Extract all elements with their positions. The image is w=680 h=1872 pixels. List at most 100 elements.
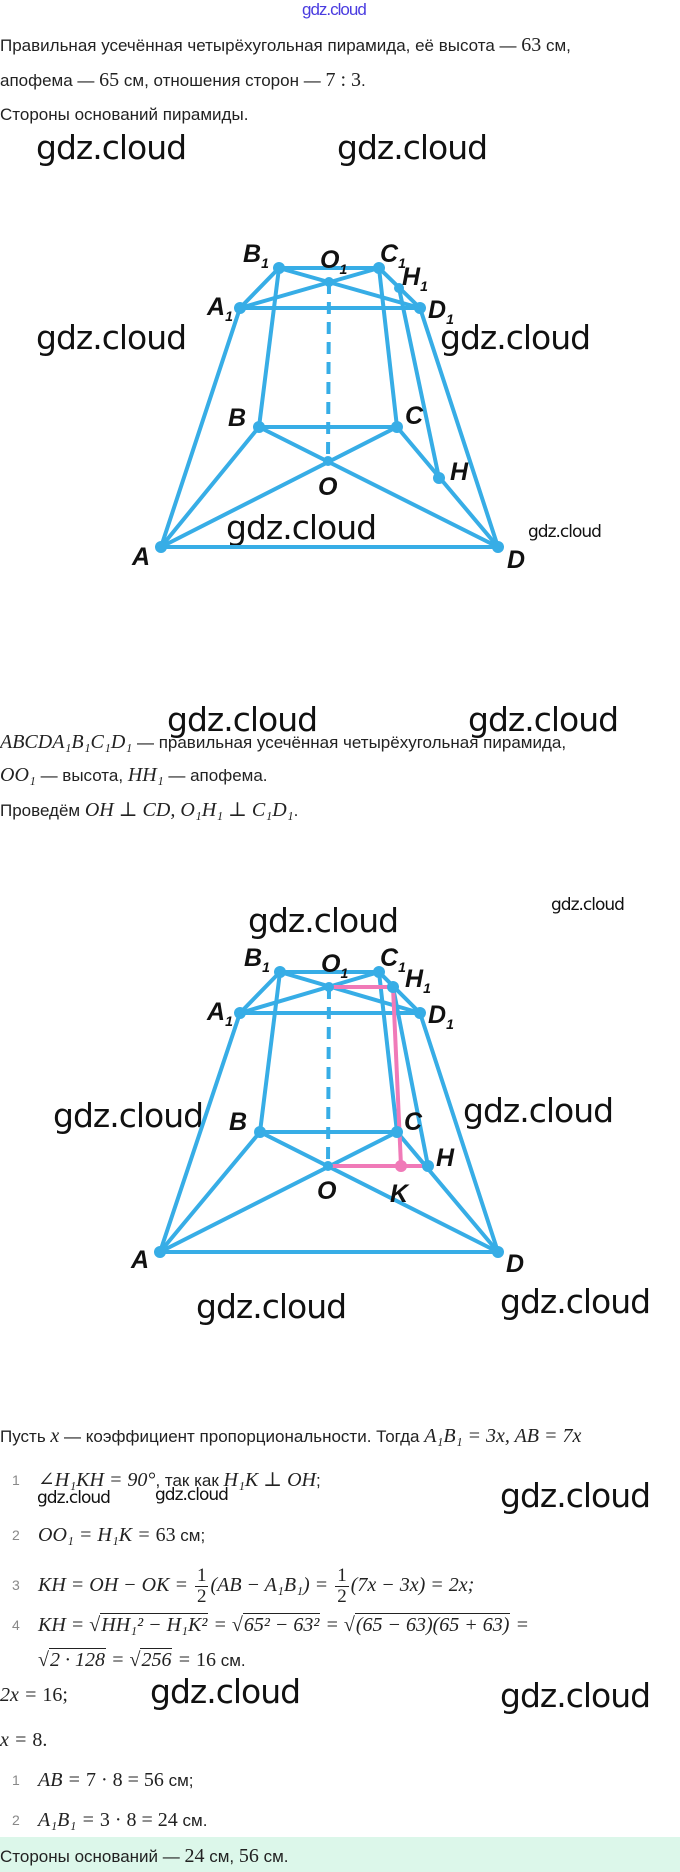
number: 16; xyxy=(42,1684,68,1706)
step-number: 1 xyxy=(12,1472,20,1488)
diagonal xyxy=(158,1130,399,1254)
step-1: ∠H₁KH = 90°, так как H₁K ⊥ OH; xyxy=(38,1467,321,1493)
edge xyxy=(238,266,281,310)
point xyxy=(433,472,445,484)
label-D1: D1 xyxy=(428,1001,454,1032)
label-A1: A1 xyxy=(206,998,233,1029)
math: = xyxy=(208,1614,232,1636)
label-O1: O1 xyxy=(321,950,348,981)
answer-text: Стороны оснований — 24 см, 56 см. xyxy=(0,1843,289,1869)
math: ABCDA₁B₁C₁D₁ xyxy=(0,731,133,753)
square-root: √HH₁² − H₁K² xyxy=(89,1613,209,1636)
number: 7 : 3 xyxy=(325,69,361,91)
edge xyxy=(257,266,281,429)
edge xyxy=(418,306,500,549)
step-4: KH = √HH₁² − H₁K² = √65² − 63² = √(65 − … xyxy=(38,1612,529,1638)
math: HH₁ xyxy=(127,764,164,786)
height xyxy=(326,986,331,1167)
label-H1: H1 xyxy=(402,263,428,294)
math: = xyxy=(510,1614,529,1636)
point-k xyxy=(395,1160,407,1172)
number: 16 xyxy=(195,1649,216,1671)
math: OH ⊥ CD, O₁H₁ ⊥ C₁D₁ xyxy=(84,799,294,821)
point xyxy=(234,1007,246,1019)
pyramid-diagram-with-k: B1 O1 C1 H1 A1 D1 B C H O K A D xyxy=(130,944,524,1278)
watermark: gdz.cloud xyxy=(551,895,625,915)
step-4-continued: √2 · 128 = √256 = 16 см. xyxy=(38,1647,246,1673)
label-B1: B1 xyxy=(244,944,270,975)
edge xyxy=(377,266,399,429)
result-ab: AB = 7 · 8 = 56 см; xyxy=(38,1767,194,1793)
point xyxy=(154,1246,166,1258)
math: = xyxy=(105,1649,130,1671)
square-root: √65² − 63² xyxy=(231,1613,321,1636)
text: Стороны оснований — xyxy=(0,1847,185,1866)
label-B: B xyxy=(228,404,246,432)
text: — коэффициент пропорциональности. Тогда xyxy=(59,1427,425,1446)
watermark: gdz.cloud xyxy=(500,1476,651,1515)
number: 63 xyxy=(521,34,542,56)
label-D: D xyxy=(506,1250,524,1278)
number: 24 xyxy=(184,1845,205,1867)
point xyxy=(324,982,334,992)
text: ; xyxy=(315,1471,321,1490)
height xyxy=(326,281,331,462)
square-root: √256 xyxy=(129,1648,173,1671)
point xyxy=(254,1126,266,1138)
text: . xyxy=(293,801,299,820)
watermark: gdz.cloud xyxy=(226,508,377,547)
edge xyxy=(395,425,500,549)
watermark: gdz.cloud xyxy=(440,318,591,357)
point xyxy=(391,1126,403,1138)
label-O: O xyxy=(317,1177,337,1205)
text: — апофема. xyxy=(163,766,268,785)
text: Проведём xyxy=(0,801,85,820)
watermark: gdz.cloud xyxy=(37,1488,111,1508)
point xyxy=(324,277,334,287)
solution-intro: Пусть x — коэффициент пропорциональности… xyxy=(0,1423,581,1449)
edge xyxy=(159,425,261,549)
watermark: gdz.cloud xyxy=(500,1676,651,1715)
watermark: gdz.cloud xyxy=(53,1096,204,1135)
edge xyxy=(158,1011,242,1254)
text: — высота, xyxy=(35,766,128,785)
label-K: K xyxy=(390,1180,410,1208)
step-number: 4 xyxy=(12,1617,20,1633)
point xyxy=(492,1246,504,1258)
text: см. xyxy=(215,1651,246,1670)
watermark: gdz.cloud xyxy=(36,128,187,167)
text: см. xyxy=(177,1811,208,1830)
label-B: B xyxy=(229,1108,247,1136)
math: x xyxy=(50,1425,60,1447)
label-A: A xyxy=(130,1246,149,1274)
label-H: H xyxy=(450,458,469,486)
label-B1: B1 xyxy=(243,240,269,271)
step-2: OO₁ = H₁K = 63 см; xyxy=(38,1522,205,1548)
watermark: gdz.cloud xyxy=(500,1282,651,1321)
text: см, xyxy=(541,36,571,55)
equation: x = 8. xyxy=(0,1727,47,1753)
text: , так как xyxy=(155,1471,224,1490)
label-D: D xyxy=(507,546,525,574)
text: Пусть xyxy=(0,1427,51,1446)
point xyxy=(273,262,285,274)
problem-line: апофема — 65 см, отношения сторон — 7 : … xyxy=(0,67,366,93)
text: . xyxy=(361,71,366,90)
watermark: gdz.cloud xyxy=(36,318,187,357)
text: Правильная усечённая четырёхугольная пир… xyxy=(0,36,522,55)
watermark: gdz.cloud xyxy=(528,522,602,542)
point xyxy=(414,1007,426,1019)
edge xyxy=(258,970,282,1134)
statement-line: OO₁ — высота, HH₁ — апофема. xyxy=(0,762,268,788)
label-D1: D1 xyxy=(428,296,454,327)
point xyxy=(323,456,333,466)
number: 65 xyxy=(99,69,120,91)
watermark: gdz.cloud xyxy=(150,1672,301,1711)
edge xyxy=(418,1011,500,1254)
math: ∠H₁KH = 90° xyxy=(38,1469,156,1491)
edge xyxy=(377,970,399,1134)
number: 3 · 8 = 24 xyxy=(99,1809,178,1831)
step-number: 3 xyxy=(12,1577,20,1593)
